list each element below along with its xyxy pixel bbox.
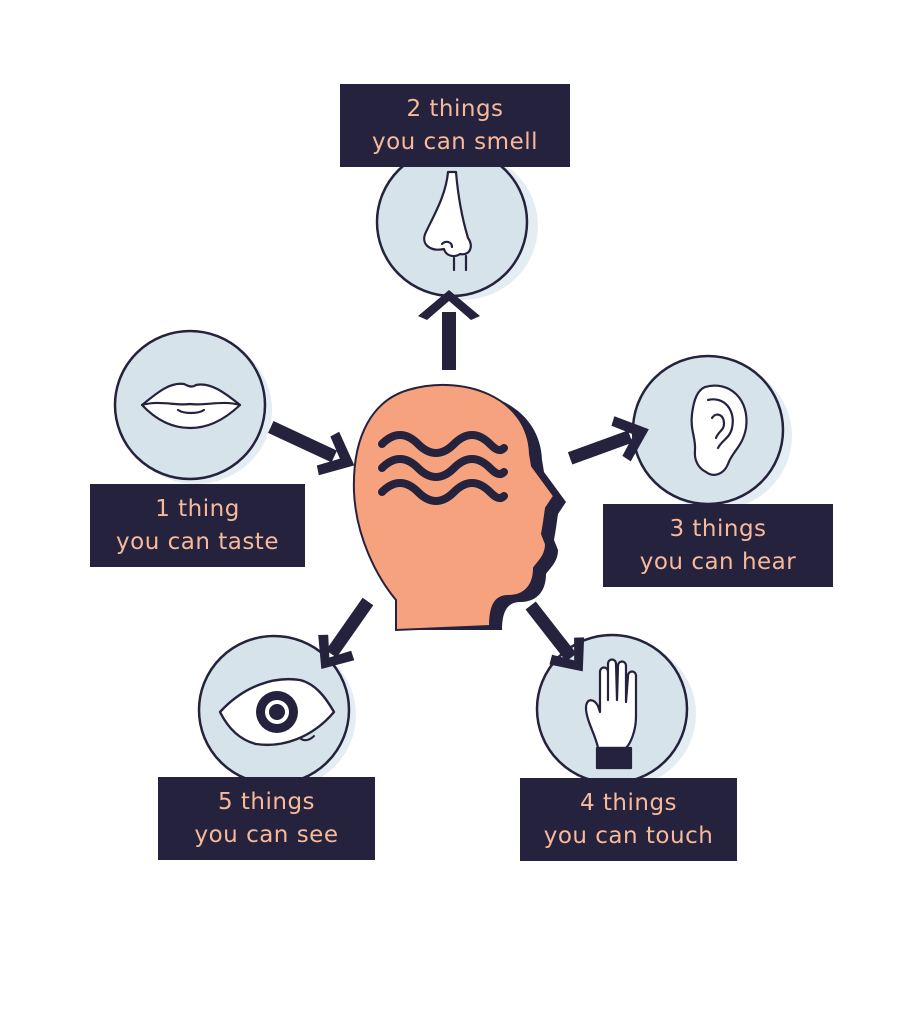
arrow-to-hear bbox=[567, 416, 649, 465]
ear-icon bbox=[690, 384, 748, 476]
head-icon bbox=[352, 383, 566, 632]
label-hear-line2: you can hear bbox=[639, 548, 797, 575]
arrow-to-touch bbox=[525, 601, 585, 672]
label-touch-line1: 4 things bbox=[579, 789, 678, 816]
eye-icon bbox=[218, 678, 336, 746]
label-touch: 4 things you can touch bbox=[520, 778, 737, 861]
nose-icon bbox=[423, 170, 472, 272]
arrow-to-see bbox=[318, 597, 374, 669]
label-smell: 2 things you can smell bbox=[340, 84, 570, 167]
label-see-line1: 5 things bbox=[217, 788, 316, 815]
label-hear-line1: 3 things bbox=[669, 515, 767, 542]
label-smell-line1: 2 things bbox=[406, 95, 504, 122]
label-smell-line2: you can smell bbox=[371, 128, 539, 155]
hand-icon bbox=[584, 658, 638, 770]
arrow-to-taste bbox=[268, 421, 355, 476]
waves-icon bbox=[378, 431, 508, 505]
label-touch-line2: you can touch bbox=[543, 822, 714, 849]
label-taste: 1 thing you can taste bbox=[90, 484, 305, 567]
arrow-to-smell bbox=[418, 290, 480, 370]
label-hear: 3 things you can hear bbox=[603, 504, 833, 587]
lips-icon bbox=[140, 382, 242, 430]
label-see-line2: you can see bbox=[194, 821, 339, 848]
label-taste-line2: you can taste bbox=[116, 528, 279, 555]
label-taste-line1: 1 thing bbox=[155, 495, 240, 522]
arrows bbox=[268, 290, 649, 672]
label-see: 5 things you can see bbox=[158, 777, 375, 860]
